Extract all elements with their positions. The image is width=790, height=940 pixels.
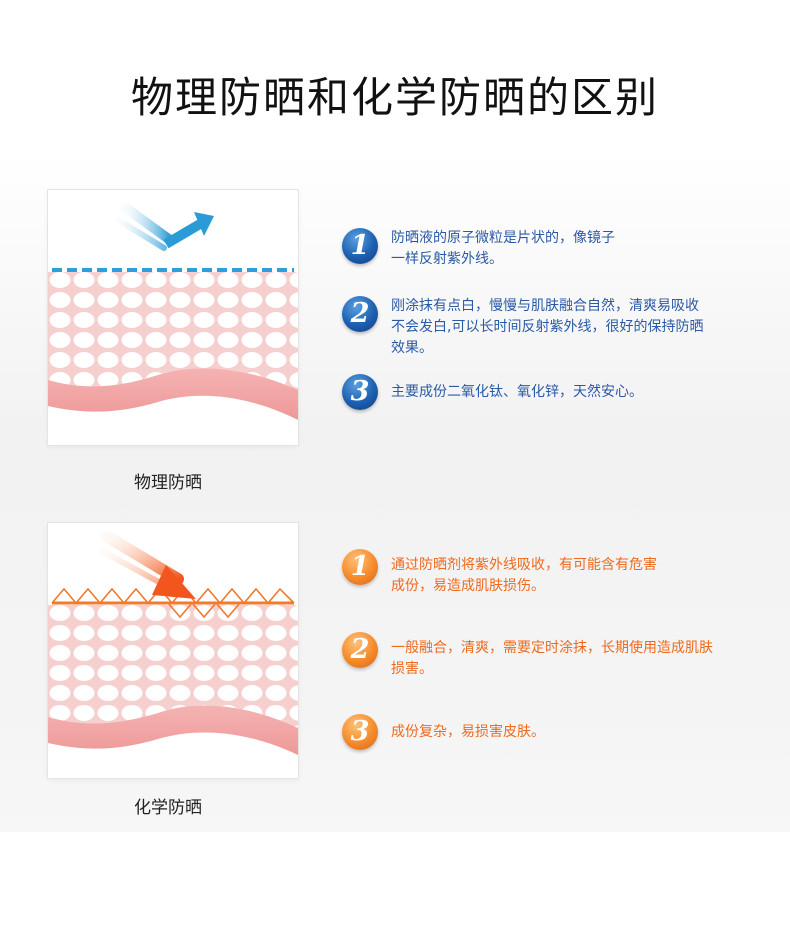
point-text: 防晒液的原子微粒是片状的，像镜子 一样反射紫外线。 xyxy=(391,230,615,267)
chemical-sunscreen-illustration xyxy=(48,523,298,778)
number-badge: 1 xyxy=(342,549,378,585)
number-badge: 3 xyxy=(342,374,378,410)
point-text: 刚涂抹有点白，慢慢与肌肤融合自然，清爽易吸收 不会发白,可以长时间反射紫外线，很… xyxy=(391,298,704,356)
bounce-arrow-icon xyxy=(115,203,214,251)
chemical-sunscreen-caption: 化学防晒 xyxy=(134,798,202,818)
point-text: 成份复杂，易损害皮肤。 xyxy=(391,724,545,740)
number-badge: 2 xyxy=(342,632,378,668)
point-text: 主要成份二氧化钛、氧化锌，天然安心。 xyxy=(391,384,643,400)
physical-point-2: 2 刚涂抹有点白，慢慢与肌肤融合自然，清爽易吸收 不会发白,可以长时间反射紫外线… xyxy=(342,296,782,359)
physical-point-1: 1 防晒液的原子微粒是片状的，像镜子 一样反射紫外线。 xyxy=(342,228,782,270)
chemical-point-1: 1 通过防晒剂将紫外线吸收，有可能含有危害 成份，易造成肌肤损伤。 xyxy=(342,549,782,597)
physical-sunscreen-illustration xyxy=(48,190,298,445)
point-text: 通过防晒剂将紫外线吸收，有可能含有危害 成份，易造成肌肤损伤。 xyxy=(391,557,657,594)
down-right-arrow-icon xyxy=(99,531,196,599)
chemical-point-3: 3 成份复杂，易损害皮肤。 xyxy=(342,714,782,750)
number-badge: 3 xyxy=(342,714,378,750)
physical-sunscreen-caption: 物理防晒 xyxy=(134,473,202,493)
point-text: 一般融合，清爽，需要定时涂抹，长期使用造成肌肤 损害。 xyxy=(391,640,713,677)
number-badge: 2 xyxy=(342,296,378,332)
chemical-point-2: 2 一般融合，清爽，需要定时涂抹，长期使用造成肌肤 损害。 xyxy=(342,632,782,680)
page-title: 物理防晒和化学防晒的区别 xyxy=(130,73,659,122)
physical-point-3: 3 主要成份二氧化钛、氧化锌，天然安心。 xyxy=(342,374,782,410)
number-badge: 1 xyxy=(342,228,378,264)
